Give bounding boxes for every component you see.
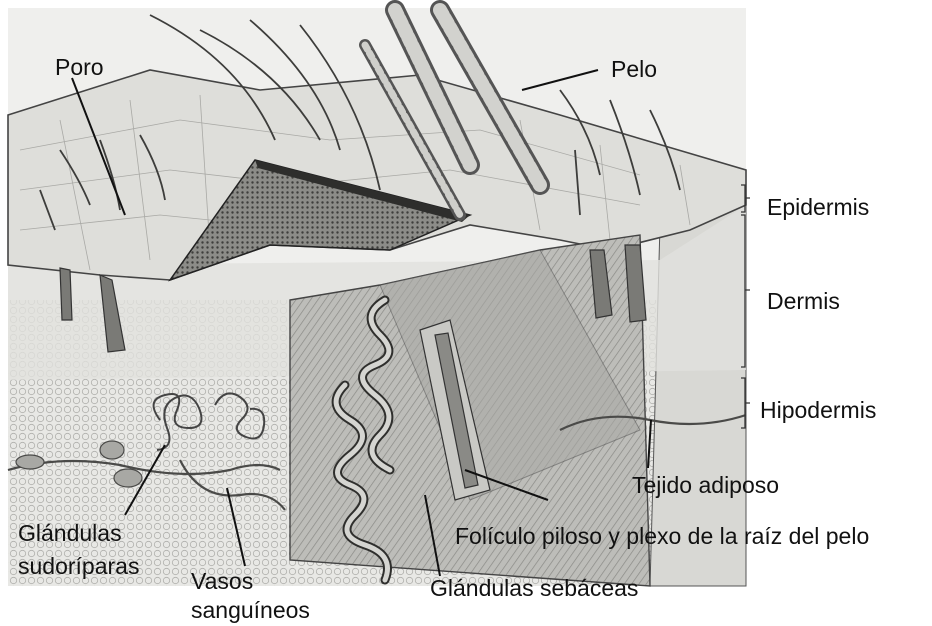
- label-pelo: Pelo: [611, 56, 657, 82]
- label-glandulas-sebaceas: Glándulas sebáceas: [430, 575, 638, 601]
- label-foliculo-piloso: Folículo piloso y plexo de la raíz del p…: [455, 523, 869, 549]
- label-vasos-line2: sanguíneos: [191, 597, 310, 623]
- label-vasos-line1: Vasos: [191, 568, 253, 594]
- label-hipodermis: Hipodermis: [760, 397, 876, 423]
- label-glandulas-sudoriparas-line1: Glándulas: [18, 520, 122, 546]
- label-tejido-adiposo: Tejido adiposo: [632, 472, 779, 498]
- label-poro: Poro: [55, 54, 104, 80]
- label-glandulas-sudoriparas-line2: sudoríparas: [18, 553, 139, 579]
- label-dermis: Dermis: [767, 288, 840, 314]
- label-epidermis: Epidermis: [767, 194, 869, 220]
